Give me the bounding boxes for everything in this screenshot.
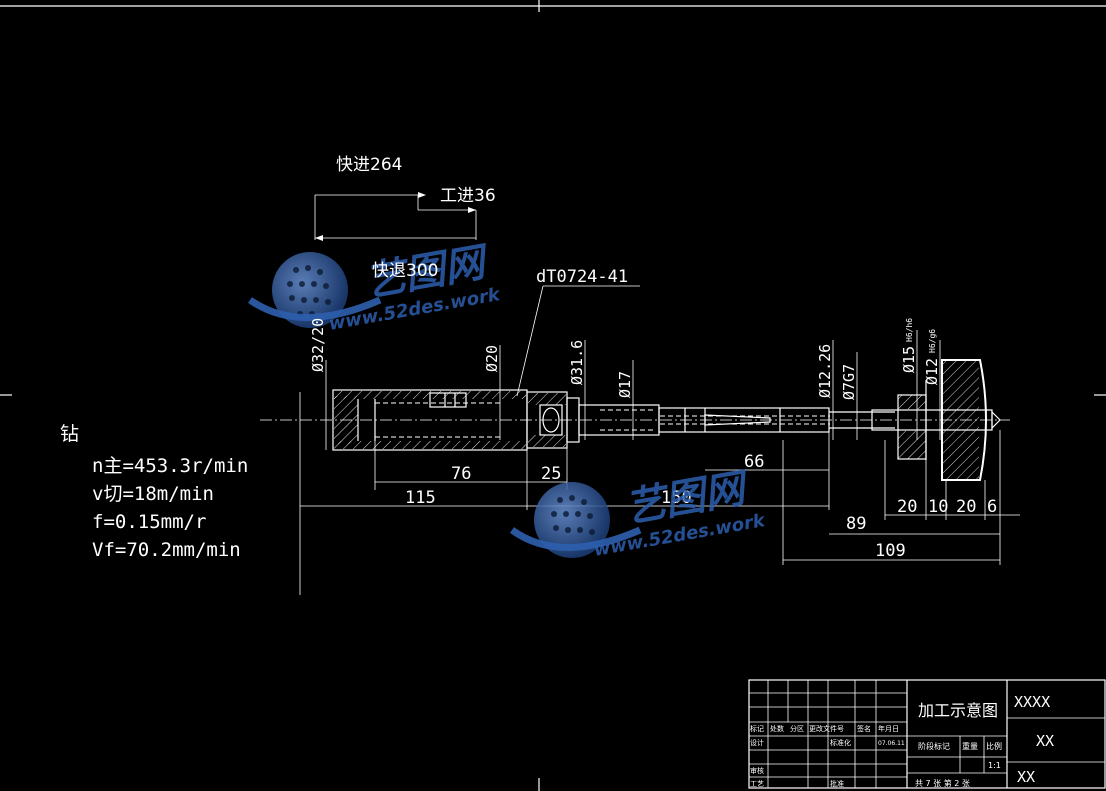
dia-32-20: Ø32/20 — [309, 318, 327, 372]
length-dimensions: 76 25 66 115 150 20 10 20 6 89 109 — [299, 392, 1020, 595]
cutting-speed: v切=18m/min — [92, 483, 214, 505]
tb-design: 设计 — [750, 738, 764, 747]
tb-stage-mark: 阶段标记 — [918, 741, 950, 751]
tb-mark: 标记 — [750, 724, 764, 733]
dia-12: Ø12 — [923, 358, 941, 385]
dia-12-26: Ø12.26 — [816, 344, 834, 398]
diameter-callouts: Ø32/20 Ø20 Ø31.6 Ø17 Ø12.26 Ø7G7 Ø15 H6/… — [309, 267, 941, 450]
tb-company: XX — [1017, 768, 1035, 786]
dia-7g7: Ø7G7 — [840, 364, 858, 400]
rapid-advance-label: 快进264 — [336, 155, 402, 175]
spindle-speed: n主=453.3r/min — [92, 455, 248, 477]
tb-date-value: 07.06.11 — [878, 740, 905, 747]
tb-drawing-name: 加工示意图 — [918, 701, 998, 720]
work-feed-label: 工进36 — [440, 186, 496, 206]
feed: f=0.15mm/r — [92, 511, 206, 533]
dia-15: Ø15 — [900, 346, 918, 373]
tb-part: XX — [1036, 732, 1054, 750]
tb-count: 处数 — [770, 724, 784, 733]
process-parameters: 钻 n主=453.3r/min v切=18m/min f=0.15mm/r Vf… — [60, 423, 248, 561]
len-25: 25 — [541, 464, 561, 484]
len-20a: 20 — [897, 497, 917, 517]
tb-scale-value: 1:1 — [988, 761, 1001, 770]
rapid-return-label: 快退300 — [372, 261, 438, 281]
operation-title: 钻 — [60, 423, 79, 445]
dia-20: Ø20 — [483, 345, 501, 372]
dia-12-tolerance: H6/g6 — [928, 329, 937, 353]
len-115: 115 — [405, 488, 436, 508]
tb-docno: 更改文件号 — [809, 724, 844, 733]
tool-reference: dT0724-41 — [536, 267, 628, 287]
tb-standardize: 标准化 — [830, 738, 851, 747]
watermark-logo: 艺图网 www.52des.work — [247, 239, 502, 335]
len-109: 109 — [875, 541, 906, 561]
tb-approve: 批准 — [830, 779, 844, 788]
tb-review: 审核 — [750, 766, 764, 775]
tb-weight: 重量 — [962, 741, 978, 751]
title-block: 标记 处数 分区 更改文件号 签名 年月日 设计 标准化 07.06.11 审核… — [748, 679, 1106, 789]
tb-sign: 签名 — [857, 724, 871, 733]
tool-holder — [332, 359, 1001, 481]
len-76: 76 — [451, 464, 471, 484]
dia-31-6: Ø31.6 — [568, 340, 586, 385]
len-150: 150 — [661, 488, 692, 508]
dia-17: Ø17 — [616, 371, 634, 398]
dia-15-tolerance: H6/h6 — [905, 318, 914, 342]
feed-cycle-diagram: 快进264 工进36 快退300 — [314, 155, 496, 281]
len-89: 89 — [846, 514, 866, 534]
tb-sheets: 共 7 张 第 2 张 — [915, 778, 970, 788]
tb-code: XXXX — [1014, 693, 1050, 711]
len-66: 66 — [744, 452, 764, 472]
tb-zone: 分区 — [790, 724, 804, 733]
tb-scale: 比例 — [986, 741, 1002, 751]
len-6: 6 — [987, 497, 997, 517]
tb-date: 年月日 — [878, 724, 899, 733]
tb-process: 工艺 — [750, 780, 764, 788]
len-20b: 20 — [956, 497, 976, 517]
feed-rate: Vf=70.2mm/min — [92, 539, 241, 561]
len-10: 10 — [928, 497, 948, 517]
